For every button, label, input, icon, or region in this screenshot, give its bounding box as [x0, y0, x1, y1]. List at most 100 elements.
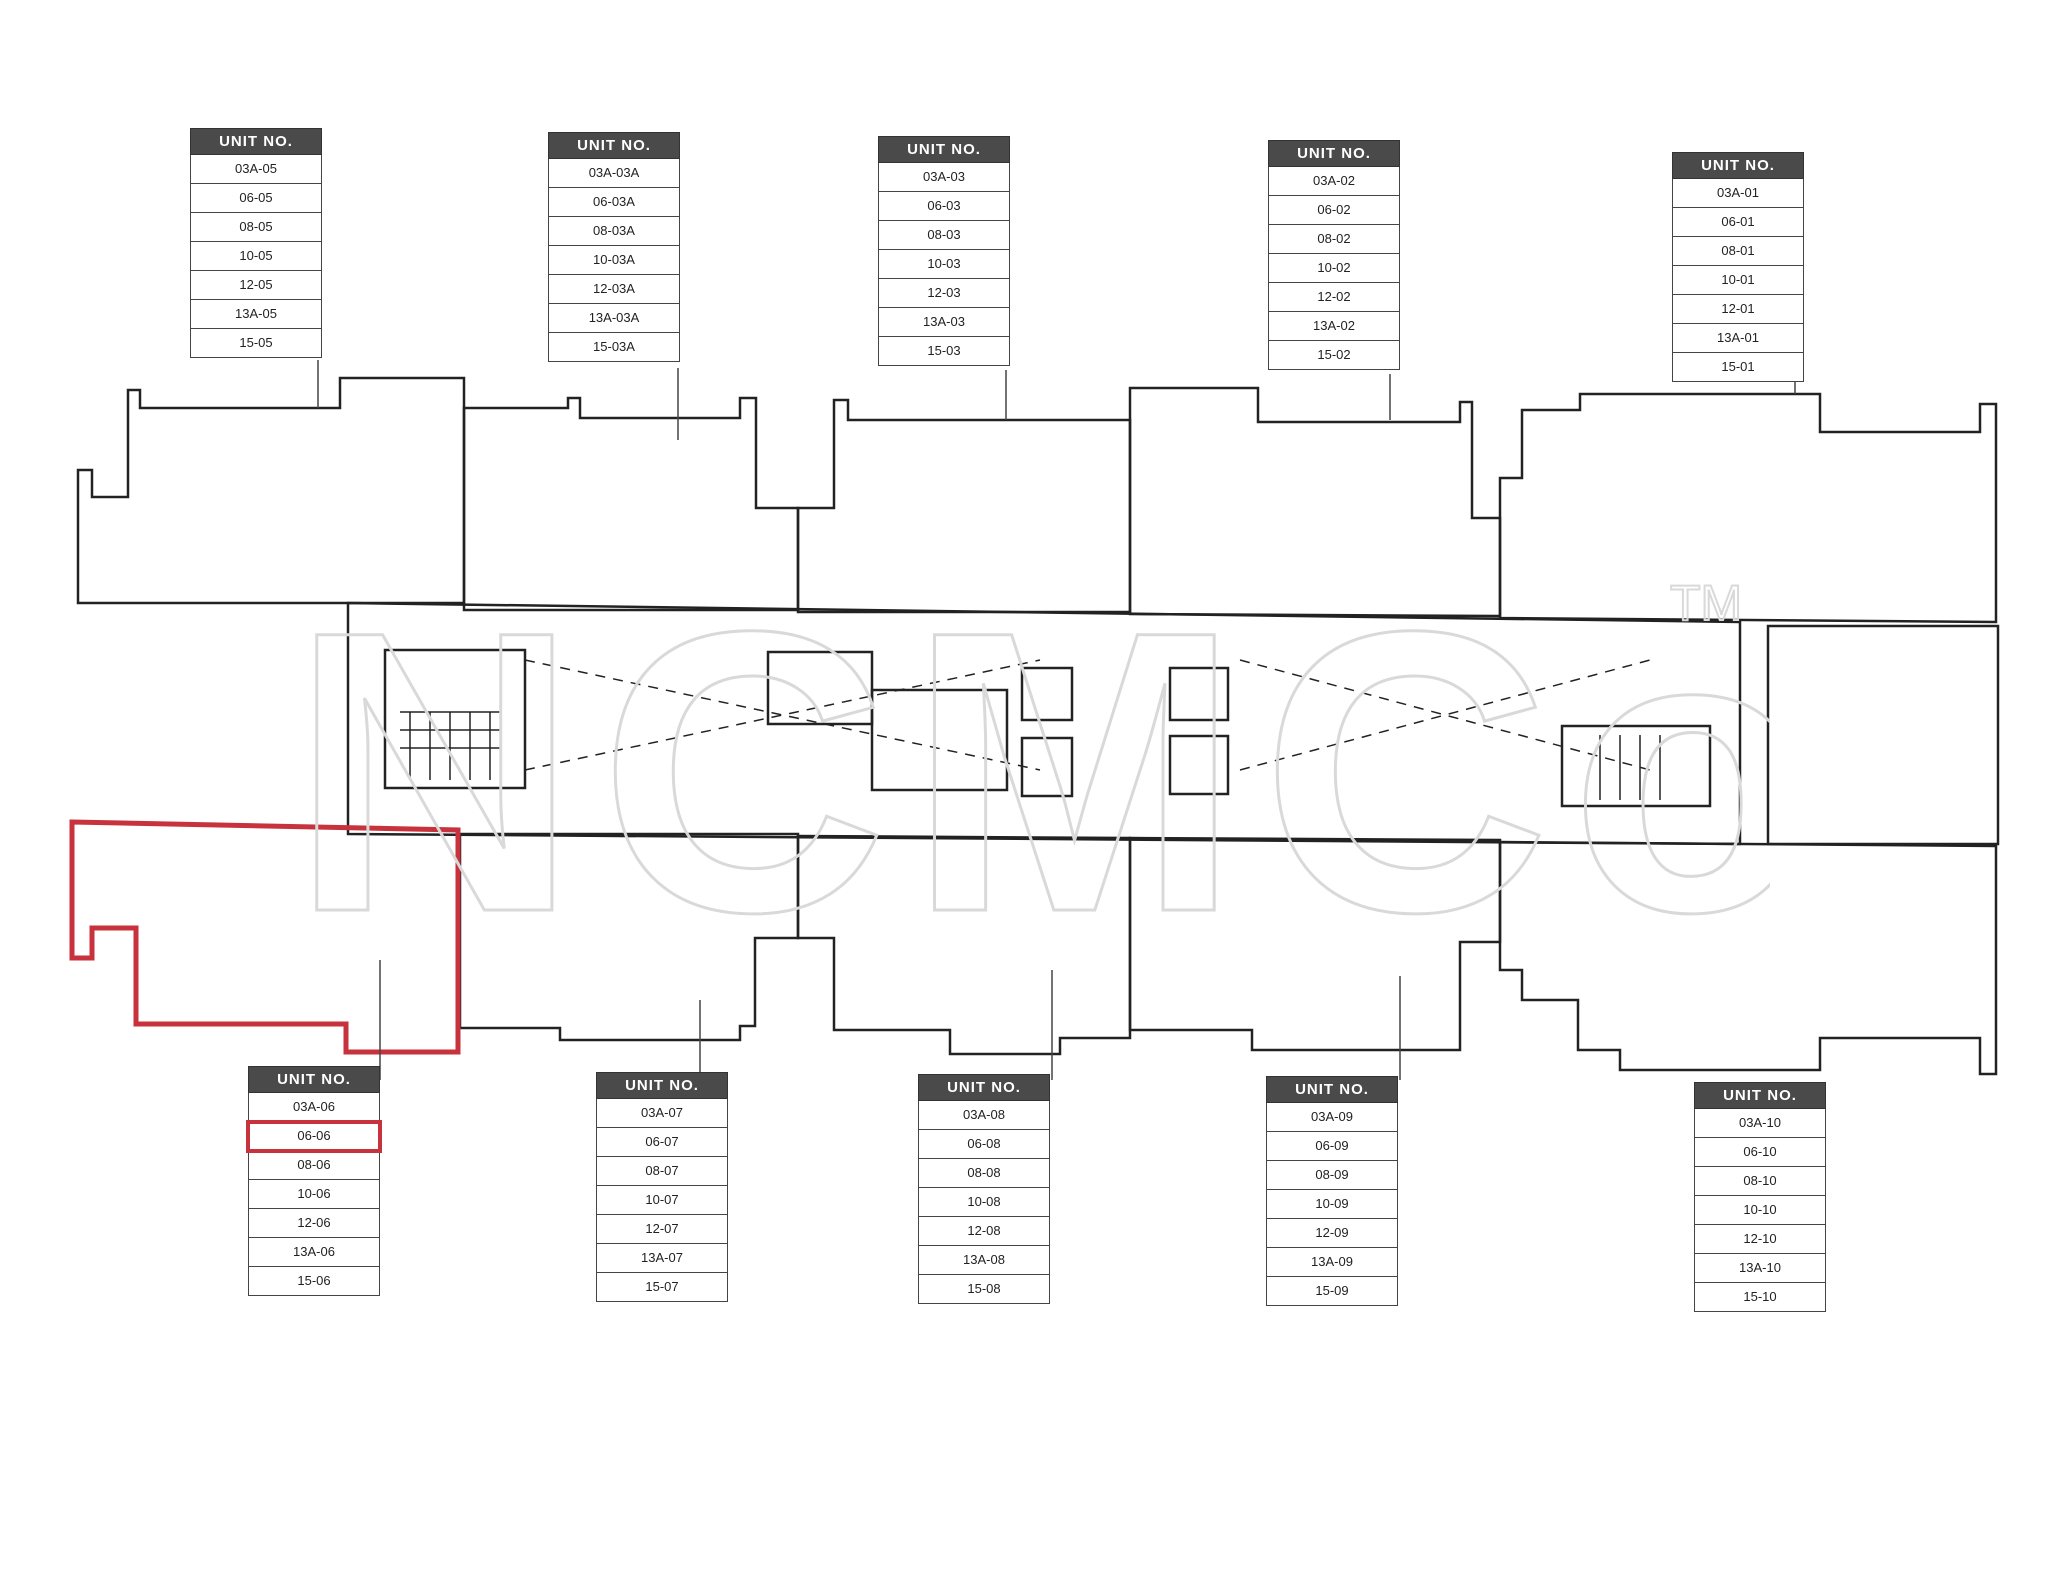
unit-table-header: UNIT NO. — [878, 136, 1010, 163]
watermark-tm: TM — [1670, 575, 1742, 631]
unit-row: 12-09 — [1266, 1219, 1398, 1248]
unit-row: 15-01 — [1672, 353, 1804, 382]
unit-table-header: UNIT NO. — [596, 1072, 728, 1099]
stair-right — [1560, 724, 1712, 808]
unit-row: 03A-09 — [1266, 1103, 1398, 1132]
unit-row: 06-03A — [548, 188, 680, 217]
unit-row: 06-10 — [1694, 1138, 1826, 1167]
watermark-text: NCMCo — [290, 548, 1770, 995]
unit-row: 03A-05 — [190, 155, 322, 184]
unit-row: 10-03A — [548, 246, 680, 275]
unit-row: 10-02 — [1268, 254, 1400, 283]
unit-row: 08-03 — [878, 221, 1010, 250]
unit-row: 08-02 — [1268, 225, 1400, 254]
unit-row: 12-05 — [190, 271, 322, 300]
unit-row: 06-09 — [1266, 1132, 1398, 1161]
unit-row: 12-07 — [596, 1215, 728, 1244]
unit-row: 13A-06 — [248, 1238, 380, 1267]
unit-row: 08-06 — [248, 1151, 380, 1180]
unit-row: 10-08 — [918, 1188, 1050, 1217]
unit-row: 15-10 — [1694, 1283, 1826, 1312]
unit-table-header: UNIT NO. — [1266, 1076, 1398, 1103]
unit-row: 13A-02 — [1268, 312, 1400, 341]
unit-row: 06-08 — [918, 1130, 1050, 1159]
unit-row: 06-02 — [1268, 196, 1400, 225]
lift-2 — [1020, 736, 1074, 798]
stair-left-steps — [400, 711, 500, 780]
lift-4 — [1168, 734, 1230, 796]
unit-row: 13A-05 — [190, 300, 322, 329]
unit-row: 13A-01 — [1672, 324, 1804, 353]
unit-table-header: UNIT NO. — [1694, 1082, 1826, 1109]
unit-row: 15-08 — [918, 1275, 1050, 1304]
unit-row: 12-01 — [1672, 295, 1804, 324]
unit-row: 06-07 — [596, 1128, 728, 1157]
unit-row: 10-01 — [1672, 266, 1804, 295]
unit-row: 15-03 — [878, 337, 1010, 366]
watermark: NCMCo TM — [290, 547, 1770, 997]
unit-row: 15-03A — [548, 333, 680, 362]
unit-table-header: UNIT NO. — [1672, 152, 1804, 179]
unit-table-header: UNIT NO. — [548, 132, 680, 159]
unit-row: 06-03 — [878, 192, 1010, 221]
unit-row: 15-09 — [1266, 1277, 1398, 1306]
unit-top-05 — [76, 376, 466, 605]
unit-table-header: UNIT NO. — [1268, 140, 1400, 167]
unit-row: 12-03A — [548, 275, 680, 304]
unit-row: 03A-03 — [878, 163, 1010, 192]
stair-right-steps — [1599, 735, 1661, 800]
core-left-cross — [524, 659, 1041, 771]
unit-row: 12-10 — [1694, 1225, 1826, 1254]
unit-table-header: UNIT NO. — [248, 1066, 380, 1093]
unit-row: 08-05 — [190, 213, 322, 242]
unit-table-header: UNIT NO. — [918, 1074, 1050, 1101]
unit-row: 10-06 — [248, 1180, 380, 1209]
unit-row: 10-05 — [190, 242, 322, 271]
unit-row: 03A-01 — [1672, 179, 1804, 208]
unit-row: 12-08 — [918, 1217, 1050, 1246]
unit-row: 13A-09 — [1266, 1248, 1398, 1277]
stair-center — [766, 650, 874, 726]
unit-row: 08-09 — [1266, 1161, 1398, 1190]
unit-row: 13A-10 — [1694, 1254, 1826, 1283]
unit-row: 13A-03A — [548, 304, 680, 333]
unit-row: 03A-02 — [1268, 167, 1400, 196]
unit-row: 03A-10 — [1694, 1109, 1826, 1138]
unit-row: 08-01 — [1672, 237, 1804, 266]
core-center-room — [870, 688, 1009, 792]
unit-row: 03A-06 — [248, 1093, 380, 1122]
unit-row: 06-01 — [1672, 208, 1804, 237]
unit-row: 10-07 — [596, 1186, 728, 1215]
unit-top-01 — [1498, 392, 1998, 624]
unit-row: 08-08 — [918, 1159, 1050, 1188]
unit-row: 03A-08 — [918, 1101, 1050, 1130]
unit-row: 13A-07 — [596, 1244, 728, 1273]
unit-row: 13A-08 — [918, 1246, 1050, 1275]
unit-row: 08-07 — [596, 1157, 728, 1186]
unit-row: 12-06 — [248, 1209, 380, 1238]
unit-bottom-10 — [1498, 840, 1998, 1076]
unit-bottom-06-highlight — [69, 819, 461, 1055]
unit-row: 13A-03 — [878, 308, 1010, 337]
unit-row: 15-07 — [596, 1273, 728, 1302]
unit-row: 06-05 — [190, 184, 322, 213]
unit-row: 03A-07 — [596, 1099, 728, 1128]
core-right-block — [1766, 624, 2000, 846]
unit-table-header: UNIT NO. — [190, 128, 322, 155]
unit-row: 10-10 — [1694, 1196, 1826, 1225]
lift-3 — [1168, 666, 1230, 722]
lift-1 — [1020, 666, 1074, 722]
unit-row: 12-03 — [878, 279, 1010, 308]
unit-row: 15-02 — [1268, 341, 1400, 370]
unit-row: 15-05 — [190, 329, 322, 358]
